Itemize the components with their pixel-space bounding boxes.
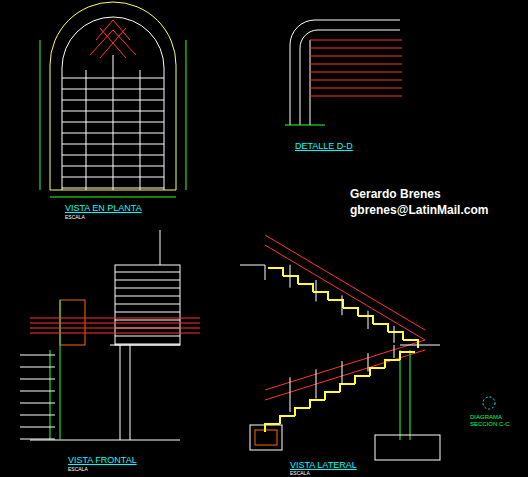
stroke — [394, 345, 395, 358]
stroke — [20, 367, 55, 368]
stroke — [115, 344, 180, 345]
stroke — [62, 78, 164, 79]
stroke — [368, 311, 369, 329]
stroke — [62, 133, 164, 134]
scale-note: ESCALA — [68, 467, 88, 473]
stroke — [30, 318, 200, 319]
stroke — [115, 336, 180, 337]
stroke — [115, 272, 180, 273]
stroke — [115, 312, 180, 313]
plan-view — [40, 2, 186, 197]
stroke — [310, 72, 402, 73]
author-name: Gerardo Brenes — [350, 188, 441, 201]
stroke — [20, 403, 55, 404]
stroke — [394, 326, 395, 343]
stroke — [20, 427, 55, 428]
stroke — [310, 88, 402, 89]
section-label: DIAGRAMA SECCION C-C — [470, 414, 522, 427]
stroke — [62, 177, 164, 178]
stroke — [310, 64, 402, 65]
stroke — [20, 415, 55, 416]
stroke — [310, 48, 402, 49]
stroke — [115, 288, 180, 289]
stair-steps — [265, 352, 415, 432]
stroke — [20, 355, 55, 356]
stroke — [62, 188, 164, 189]
stroke — [310, 56, 402, 57]
view-title: VISTA LATERAL — [290, 461, 357, 471]
stroke — [20, 439, 55, 440]
scale-note: ESCALA — [290, 471, 310, 477]
stroke — [310, 96, 402, 97]
stroke — [290, 377, 291, 412]
stroke — [310, 40, 402, 41]
lateral-view — [240, 235, 495, 460]
repeated-lines — [20, 40, 418, 439]
stroke — [316, 369, 317, 398]
stroke — [20, 379, 55, 380]
stroke — [290, 265, 291, 288]
scale-note: ESCALA — [65, 215, 85, 221]
stroke — [62, 100, 164, 101]
stroke — [62, 89, 164, 90]
stroke — [62, 155, 164, 156]
stroke — [30, 333, 200, 334]
stroke — [310, 80, 402, 81]
stroke — [368, 353, 369, 371]
stroke — [20, 391, 55, 392]
stroke — [115, 296, 180, 297]
stroke — [115, 280, 180, 281]
view-title: VISTA EN PLANTA — [65, 204, 142, 214]
stroke — [62, 166, 164, 167]
view-title: VISTA FRONTAL — [68, 456, 137, 466]
author-email: gbrenes@LatinMail.com — [350, 204, 488, 217]
stroke — [30, 323, 200, 324]
stroke — [115, 304, 180, 305]
stroke — [316, 280, 317, 301]
front-view — [30, 230, 180, 440]
stroke — [62, 122, 164, 123]
stroke — [342, 295, 343, 315]
view-title: DETALLE D-D — [295, 142, 353, 152]
stroke — [62, 144, 164, 145]
stroke — [115, 320, 180, 321]
stroke — [342, 361, 343, 385]
stroke — [62, 111, 164, 112]
stroke — [30, 328, 200, 329]
